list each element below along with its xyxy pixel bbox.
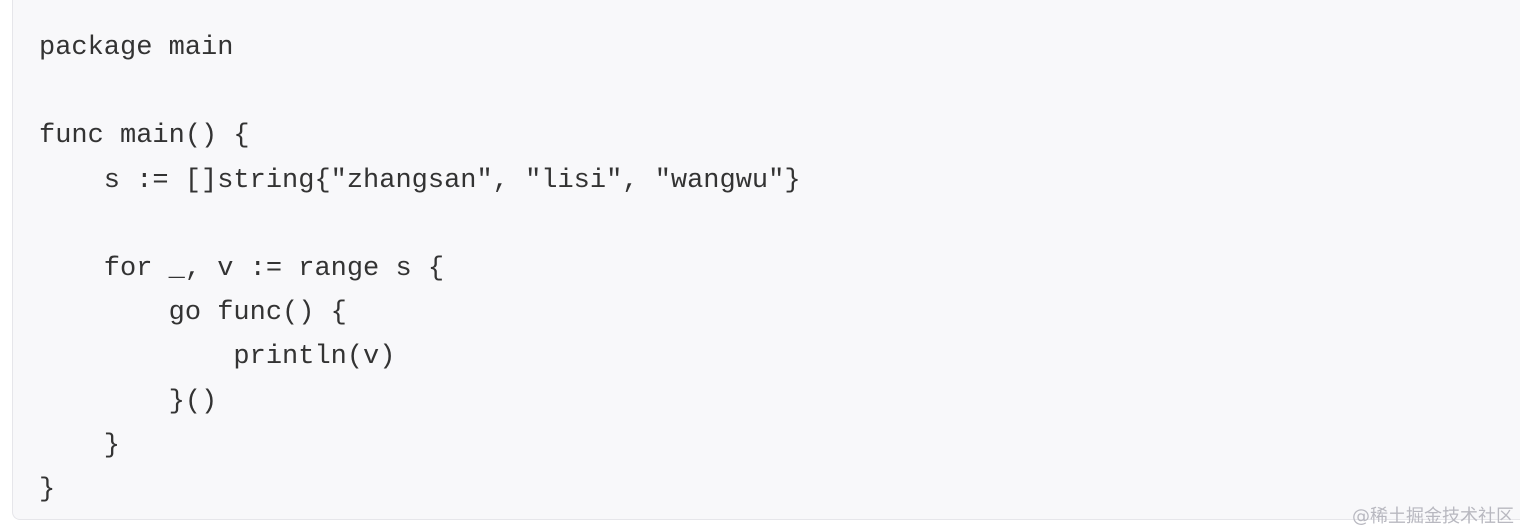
- code-line: }: [39, 474, 56, 505]
- code-content: package main func main() { s := []string{…: [39, 26, 801, 512]
- code-line: [39, 203, 801, 247]
- code-line: s := []string{"zhangsan", "lisi", "wangw…: [39, 165, 801, 196]
- code-line: [39, 70, 801, 114]
- watermark: @稀土掘金技术社区: [1352, 506, 1514, 527]
- code-block: package main func main() { s := []string{…: [12, 0, 1520, 520]
- code-line: func main() {: [39, 121, 250, 152]
- code-line: }: [39, 430, 121, 461]
- code-line: for _, v := range s {: [39, 253, 445, 284]
- code-line: println(v): [39, 342, 396, 373]
- code-line: }(): [39, 386, 218, 417]
- code-line: go func() {: [39, 298, 347, 329]
- code-line: package main: [39, 33, 234, 63]
